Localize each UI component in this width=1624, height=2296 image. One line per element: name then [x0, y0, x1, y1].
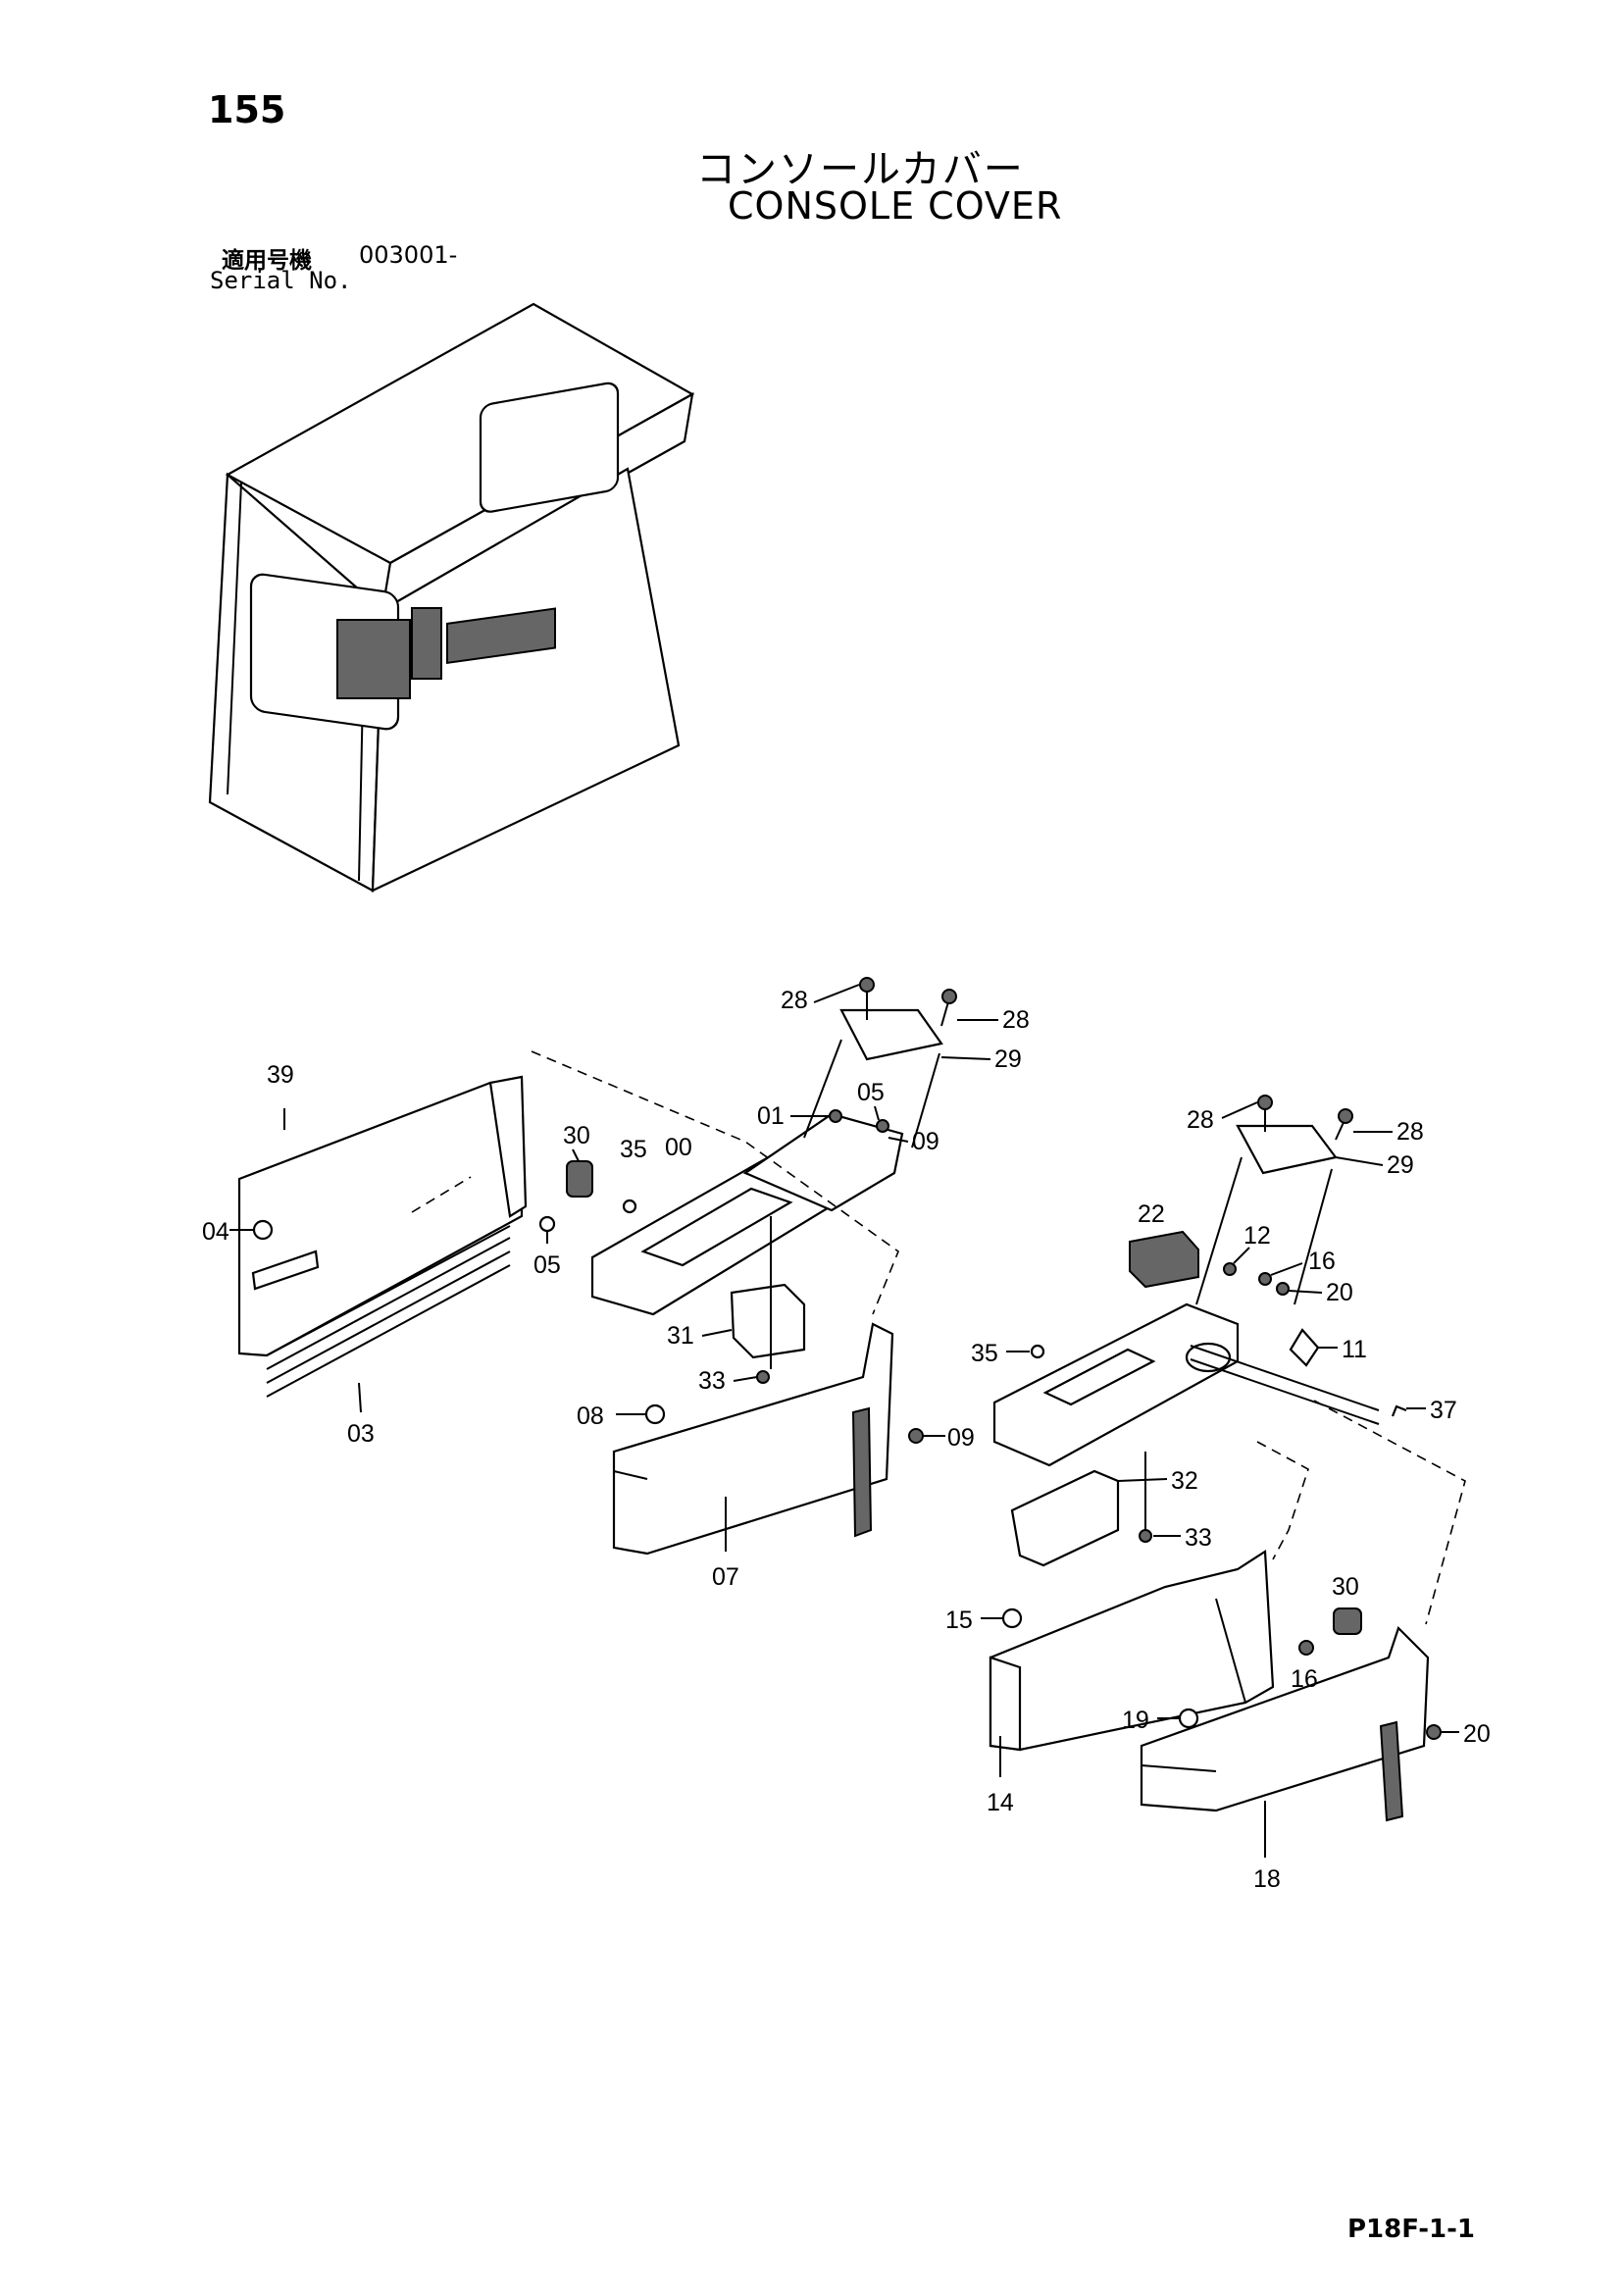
part-28-screw-c	[1257, 1095, 1273, 1110]
callout-39: 39	[267, 1061, 294, 1089]
console-highlight-mid	[411, 607, 442, 680]
page-code: P18F-1-1	[1347, 2215, 1475, 2244]
page-title-japanese: コンソールカバー	[696, 147, 1025, 192]
cab-overview-illustration	[208, 302, 695, 893]
part-19-clip	[1178, 1708, 1199, 1729]
part-33-screw-a	[756, 1370, 770, 1384]
callout-28: 28	[781, 987, 808, 1014]
callout-28: 28	[1187, 1106, 1214, 1134]
callout-07: 07	[712, 1563, 739, 1591]
part-32-tray	[1010, 1469, 1120, 1567]
part-07-lower-cover	[612, 1322, 894, 1556]
part-08-clip	[644, 1403, 666, 1425]
part-20-screw-b	[1426, 1724, 1442, 1740]
callout-labels: 28 28 29 01 05 09 39 04 30 35 00 05 03 3…	[202, 987, 1491, 1893]
callout-29: 29	[994, 1046, 1022, 1073]
part-30-grommet-right	[1333, 1607, 1362, 1635]
serial-label-japanese: 適用号機	[222, 248, 312, 274]
callout-20: 20	[1326, 1279, 1353, 1306]
part-18-lower-cover	[1140, 1625, 1430, 1812]
callout-00: 00	[665, 1134, 692, 1161]
part-20-screw-a	[1276, 1282, 1290, 1296]
callout-35: 35	[620, 1136, 647, 1163]
callout-16: 16	[1308, 1248, 1336, 1275]
callout-05: 05	[857, 1079, 885, 1106]
callout-31: 31	[667, 1322, 694, 1350]
callout-28: 28	[1002, 1006, 1030, 1034]
part-11-bracket	[1289, 1328, 1320, 1367]
callout-15: 15	[945, 1607, 973, 1634]
callout-09: 09	[947, 1424, 975, 1452]
console-highlight-right	[446, 607, 556, 665]
part-37-pin	[1391, 1404, 1407, 1417]
part-39-label-plate	[251, 1250, 320, 1291]
part-03-side-cover	[237, 1081, 524, 1357]
part-01-screw	[829, 1109, 842, 1123]
part-28-screw-b	[941, 989, 957, 1004]
callout-33: 33	[698, 1367, 726, 1395]
callout-37: 37	[1430, 1397, 1457, 1424]
part-15-clip	[1001, 1607, 1023, 1629]
page-number: 155	[208, 88, 286, 131]
right-top-panel	[992, 1302, 1240, 1467]
part-05-screw	[538, 1215, 556, 1233]
part-04-clip	[252, 1219, 274, 1241]
callout-01: 01	[757, 1102, 785, 1130]
cab-front-window	[479, 382, 620, 513]
part-16-screw-a	[1258, 1272, 1272, 1286]
part-28-screw-a	[859, 977, 875, 993]
callout-05: 05	[533, 1251, 561, 1279]
callout-14: 14	[987, 1789, 1014, 1816]
page-title-english: CONSOLE COVER	[728, 184, 1063, 228]
callout-20: 20	[1463, 1720, 1491, 1748]
part-30-grommet	[566, 1160, 593, 1198]
part-28-screw-d	[1338, 1108, 1353, 1124]
part-35-clip-right	[1030, 1344, 1045, 1359]
callout-28: 28	[1396, 1118, 1424, 1146]
part-29-grip-cover-right	[1236, 1124, 1338, 1175]
part-33-screw-b	[1139, 1529, 1152, 1543]
serial-label-english: Serial No.	[210, 267, 352, 294]
callout-09: 09	[912, 1128, 939, 1155]
right-console-assembly	[989, 1095, 1466, 1822]
console-highlight-left	[336, 619, 411, 699]
left-console-assembly	[237, 977, 957, 1556]
serial-number-value: 003001-	[359, 241, 458, 269]
part-29-grip-cover	[839, 1008, 943, 1061]
callout-33: 33	[1185, 1524, 1212, 1552]
callout-29: 29	[1387, 1151, 1414, 1179]
callout-19: 19	[1122, 1707, 1149, 1734]
part-12-screw	[1223, 1262, 1237, 1276]
part-31-tray	[730, 1283, 806, 1359]
part-16-screw-b	[1298, 1640, 1314, 1656]
cab-front-wall	[371, 467, 681, 893]
callout-32: 32	[1171, 1467, 1198, 1495]
callout-08: 08	[577, 1403, 604, 1430]
callout-30: 30	[563, 1122, 590, 1149]
callout-12: 12	[1243, 1222, 1271, 1250]
part-09-screw-b	[908, 1428, 924, 1444]
callout-03: 03	[347, 1420, 375, 1448]
callout-22: 22	[1138, 1200, 1165, 1228]
callout-16: 16	[1291, 1665, 1318, 1693]
part-09-screw-a	[876, 1119, 889, 1133]
callout-35: 35	[971, 1340, 998, 1367]
callout-11: 11	[1342, 1336, 1367, 1363]
part-22-switch-box	[1129, 1230, 1199, 1289]
part-35-clip	[622, 1199, 637, 1214]
leader-lines	[229, 984, 1459, 1858]
callout-30: 30	[1332, 1573, 1359, 1601]
callout-18: 18	[1253, 1865, 1281, 1893]
callout-04: 04	[202, 1218, 229, 1246]
